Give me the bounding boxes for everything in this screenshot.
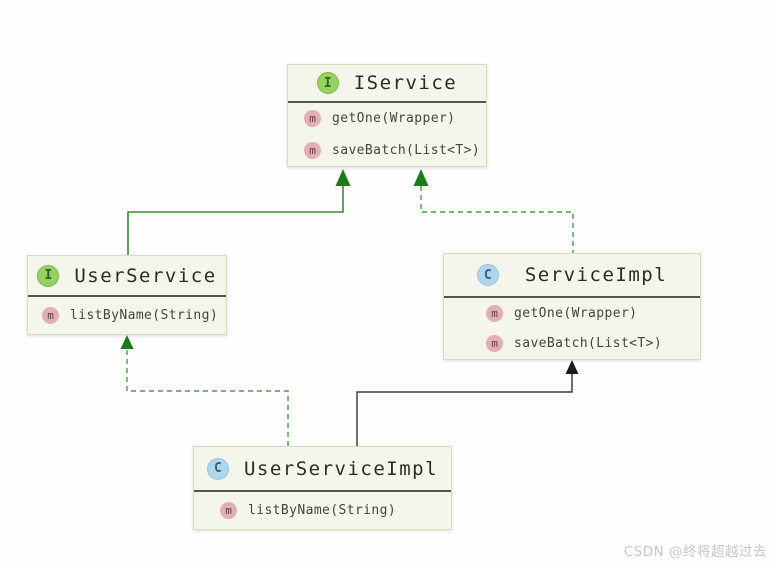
method-label: getOne(Wrapper) [332,111,456,127]
class-box-serviceimpl[interactable]: C ServiceImpl m getOne(Wrapper) m saveBa… [443,253,701,360]
class-header: I UserService [28,256,226,297]
class-icon: C [476,264,499,286]
method-label: listByName(String) [248,503,397,518]
class-box-iservice[interactable]: I IService m getOne(Wrapper) m saveBatch… [287,64,487,167]
class-header: C UserServiceImpl [194,447,451,492]
interface-icon: I [37,264,60,287]
class-name: UserServiceImpl [243,457,439,480]
class-header: I IService [288,65,486,103]
method-label: saveBatch(List<T>) [332,142,481,158]
implements-arrowhead [120,335,134,349]
method-list: m listByName(String) [194,492,451,529]
method-list: m getOne(Wrapper) m saveBatch(List<T>) [444,298,700,359]
method-label: saveBatch(List<T>) [514,336,663,352]
method-row[interactable]: m saveBatch(List<T>) [304,141,486,159]
connector-userservice-extends-iservice [127,169,351,255]
connector-serviceimpl-implements-iservice [413,169,574,253]
method-row[interactable]: m listByName(String) [220,502,451,519]
method-label: listByName(String) [70,308,219,323]
class-box-userservice[interactable]: I UserService m listByName(String) [27,255,227,335]
method-icon: m [304,110,321,128]
class-name: ServiceImpl [524,264,668,286]
method-row[interactable]: m listByName(String) [42,307,226,324]
class-name: IService [353,72,458,94]
extends-arrowhead [565,360,579,374]
csdn-watermark: CSDN @终将超越过去 [623,544,767,560]
method-row[interactable]: m getOne(Wrapper) [304,110,486,128]
interface-icon: I [316,72,339,94]
method-icon: m [486,304,503,322]
connector-userserviceimpl-extends-serviceimpl [356,360,579,446]
method-list: m listByName(String) [28,297,226,334]
method-icon: m [220,502,237,519]
method-label: getOne(Wrapper) [514,305,638,321]
extends-arrowhead [335,169,351,186]
implements-arrowhead [413,169,429,186]
class-icon: C [206,457,229,480]
method-list: m getOne(Wrapper) m saveBatch(List<T>) [288,103,486,166]
method-row[interactable]: m saveBatch(List<T>) [486,335,700,353]
method-row[interactable]: m getOne(Wrapper) [486,304,700,322]
class-header: C ServiceImpl [444,254,700,298]
method-icon: m [42,307,59,324]
class-name: UserService [74,264,217,287]
connector-userserviceimpl-implements-userservice [120,335,289,446]
method-icon: m [304,141,321,159]
method-icon: m [486,335,503,353]
class-box-userserviceimpl[interactable]: C UserServiceImpl m listByName(String) [193,446,452,530]
